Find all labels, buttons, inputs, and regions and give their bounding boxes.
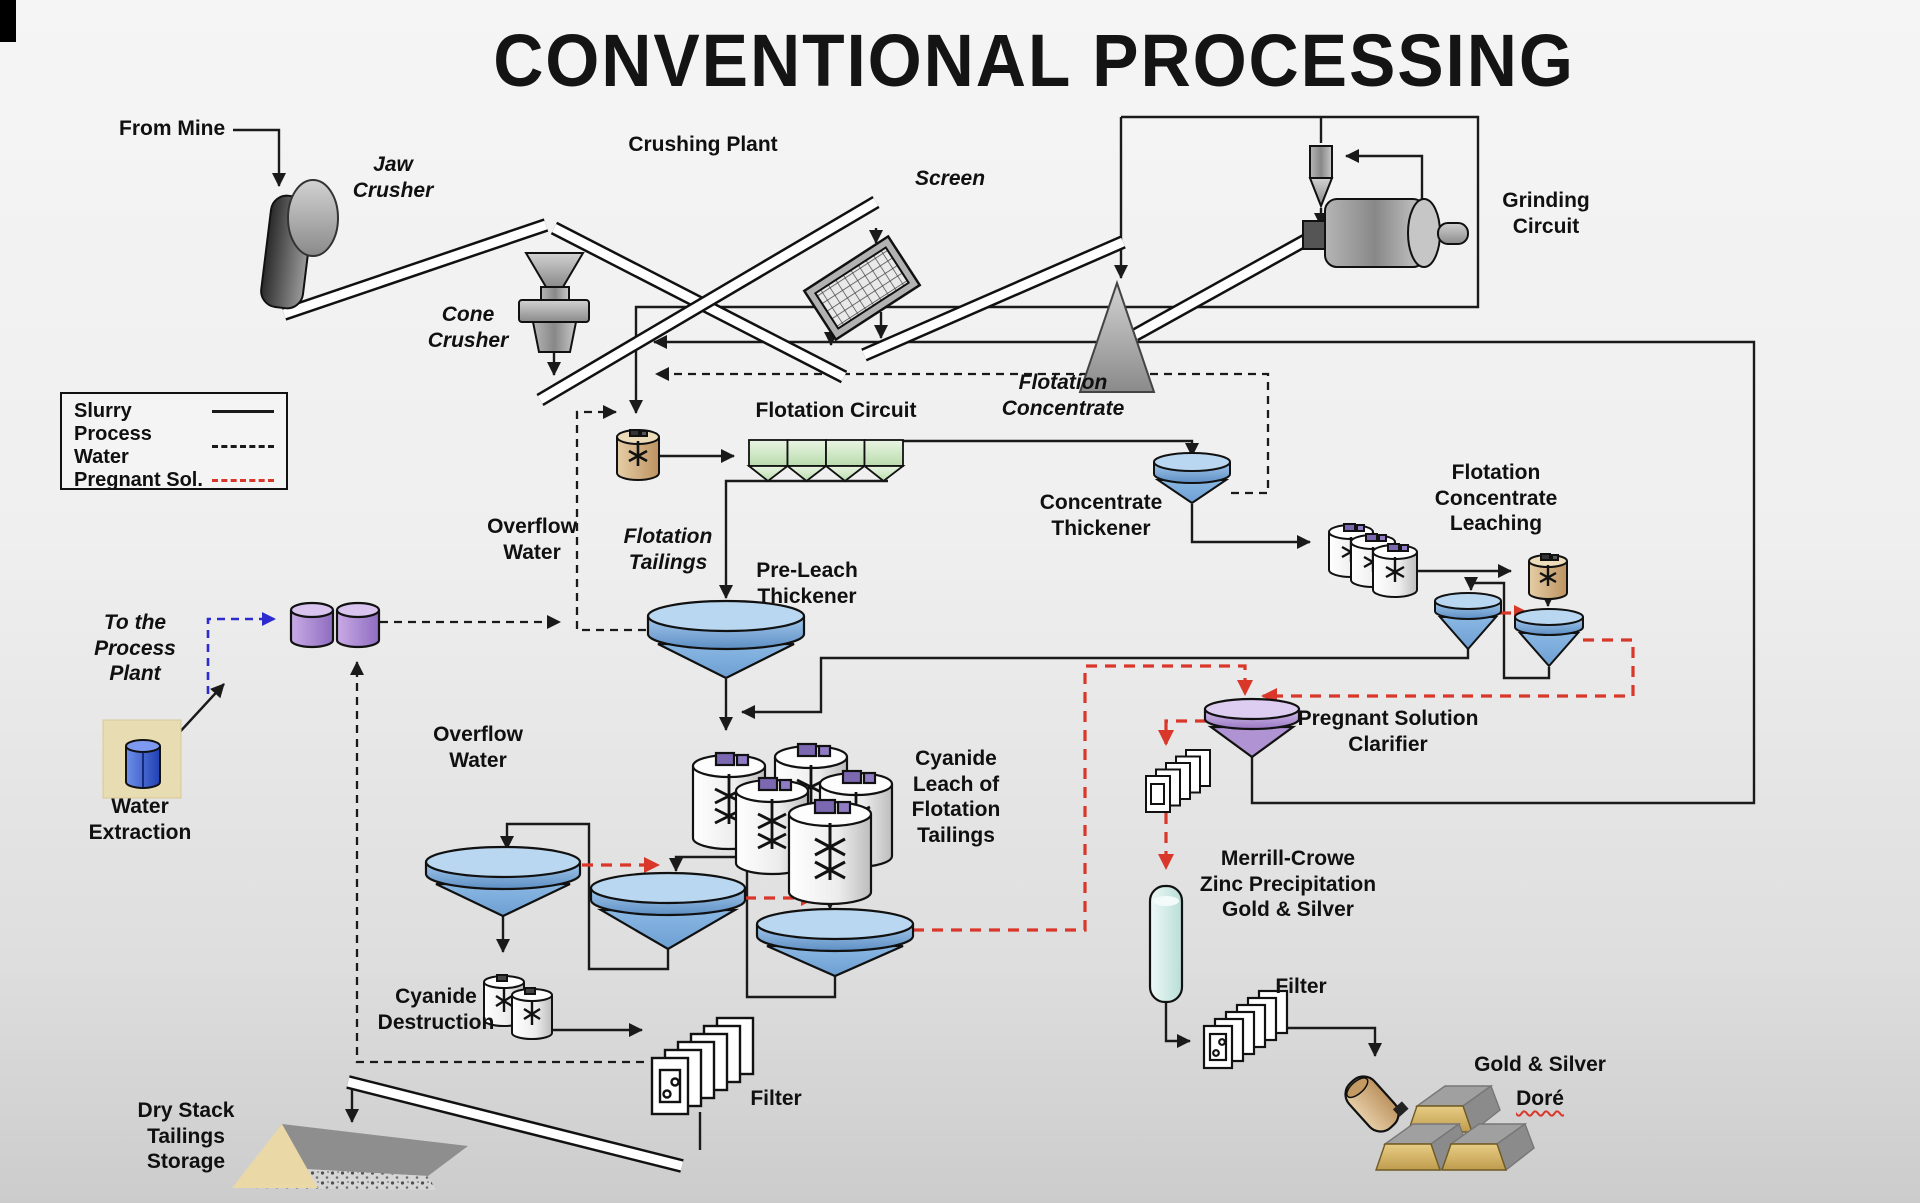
dry-stack-pile-icon bbox=[232, 1124, 468, 1190]
legend: Slurry Process Water Pregnant Sol. bbox=[60, 392, 288, 492]
label-flotation-tailings: Flotation Tailings bbox=[623, 525, 713, 574]
legend-row-slurry: Slurry bbox=[74, 400, 274, 423]
legend-label-slurry: Slurry bbox=[74, 400, 132, 422]
pre-leach-thickener-icon bbox=[646, 599, 806, 680]
cyanide-destruction-tanks-icon bbox=[483, 974, 553, 1040]
legend-row-process-water: Process Water bbox=[74, 423, 274, 469]
pregnant-sol-line-swatch bbox=[212, 479, 274, 482]
label-flotation-circuit: Flotation Circuit bbox=[755, 399, 917, 422]
label-crushing-plant: Crushing Plant bbox=[628, 133, 778, 156]
concentrate-thickener-icon bbox=[1153, 452, 1231, 505]
label-jaw-crusher: Jaw Crusher bbox=[352, 153, 434, 202]
label-filter-2: Filter bbox=[1275, 975, 1327, 998]
slurry-line-swatch bbox=[212, 410, 274, 413]
ball-mill-icon bbox=[1302, 198, 1469, 268]
label-merrill-crowe: Merrill-Crowe Zinc Precipitation Gold & … bbox=[1199, 847, 1377, 922]
dry-stack-conveyor bbox=[346, 1075, 684, 1173]
gold-bars-icon bbox=[1375, 1084, 1535, 1172]
cyanide-leach-tanks-icon bbox=[691, 742, 894, 906]
legend-label-pregnant-sol: Pregnant Sol. bbox=[74, 469, 203, 491]
label-cyanide-leach-of-flotation-tailings: Cyanide Leach of Flotation Tailings bbox=[911, 747, 1001, 847]
label-flotation-concentrate-leaching: Flotation Concentrate Leaching bbox=[1434, 461, 1558, 536]
diagram-title: CONVENTIONAL PROCESSING bbox=[493, 19, 1575, 102]
label-filter-1: Filter bbox=[750, 1087, 802, 1110]
legend-label-process-water: Process Water bbox=[74, 423, 152, 468]
label-dore: Doré bbox=[1516, 1087, 1564, 1110]
concentrate-leach-tanks-icon bbox=[1328, 523, 1418, 598]
label-screen: Screen bbox=[914, 167, 986, 190]
label-cone-crusher: Cone Crusher bbox=[427, 303, 509, 352]
ccd-thickener-3-icon bbox=[755, 907, 915, 978]
conveyor-bar bbox=[1131, 233, 1310, 342]
screen-edge-artifact bbox=[0, 0, 16, 42]
screen-icon bbox=[802, 234, 922, 342]
label-overflow-water-1: Overflow Water bbox=[487, 515, 577, 564]
fresh-water-line bbox=[206, 612, 276, 694]
label-water-extraction: Water Extraction bbox=[88, 795, 192, 844]
legend-row-pregnant-sol: Pregnant Sol. bbox=[74, 469, 274, 492]
flotation-cells-icon bbox=[746, 439, 906, 483]
dore-furnace-icon bbox=[1344, 1075, 1409, 1133]
label-from-mine: From Mine bbox=[119, 117, 226, 140]
label-pre-leach-thickener: Pre-Leach Thickener bbox=[756, 559, 858, 608]
tailings-filter-icon bbox=[650, 1016, 755, 1116]
label-pregnant-solution-clarifier: Pregnant Solution Clarifier bbox=[1297, 707, 1479, 756]
ccd-thickener-1-icon bbox=[424, 845, 582, 918]
pregnant-solution-clarifier-icon bbox=[1203, 697, 1301, 759]
process-water-tanks-icon bbox=[289, 601, 381, 649]
water-well-icon bbox=[102, 719, 182, 799]
conveyor-bar bbox=[536, 195, 880, 407]
label-flotation-concentrate: Flotation Concentrate bbox=[1001, 371, 1125, 420]
label-cyanide-destruction: Cyanide Destruction bbox=[377, 985, 495, 1034]
conveyor-bar bbox=[281, 218, 549, 321]
process-water-lines bbox=[350, 367, 1270, 1064]
process-water-line-swatch bbox=[212, 444, 274, 448]
label-to-the-process-plant: To the Process Plant bbox=[94, 611, 176, 686]
label-gold-and-silver: Gold & Silver bbox=[1474, 1053, 1606, 1076]
cyclone-icon bbox=[1308, 145, 1334, 209]
leach-ccd-thickener-b-icon bbox=[1514, 608, 1584, 668]
leach-ccd-thickener-a-icon bbox=[1434, 592, 1502, 651]
leach-conditioner-tank-icon bbox=[1528, 553, 1568, 600]
conveyor-bar bbox=[861, 235, 1126, 362]
ccd-thickener-2-icon bbox=[589, 871, 747, 951]
clarifier-filter-icon bbox=[1145, 749, 1211, 813]
conveyor-belts bbox=[281, 195, 1310, 1173]
precipitate-filter-icon bbox=[1202, 989, 1289, 1070]
cone-crusher-icon bbox=[518, 252, 590, 353]
jaw-crusher-icon bbox=[260, 179, 339, 310]
label-grinding-circuit: Grinding Circuit bbox=[1502, 189, 1590, 238]
merrill-crowe-column-icon bbox=[1148, 884, 1184, 1004]
stockpile-icon bbox=[1078, 279, 1156, 393]
label-concentrate-thickener: Concentrate Thickener bbox=[1039, 491, 1163, 540]
label-overflow-water-2: Overflow Water bbox=[433, 723, 523, 772]
flotation-conditioner-tank-icon bbox=[616, 429, 660, 481]
label-dry-stack-tailings-storage: Dry Stack Tailings Storage bbox=[137, 1099, 235, 1174]
pregnant-solution-lines bbox=[582, 605, 1635, 932]
